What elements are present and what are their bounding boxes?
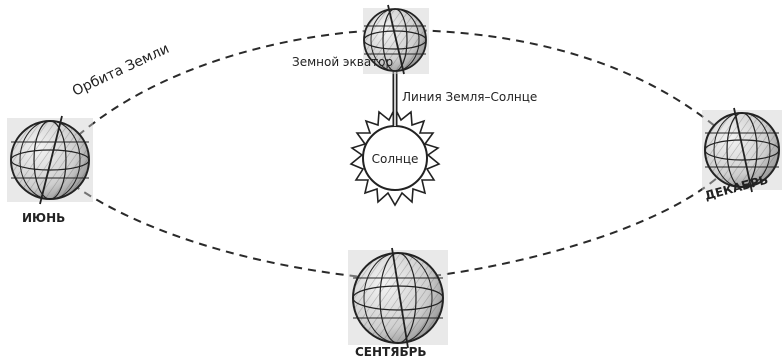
earth-sun-line-label: Линия Земля–Солнце (402, 90, 537, 104)
globe-june (7, 116, 93, 204)
june-label: ИЮНЬ (22, 211, 65, 225)
globe-september (348, 248, 448, 348)
sun-label: Солнце (372, 152, 419, 166)
september-label: СЕНТЯБРЬ (355, 345, 427, 359)
equator-label: Земной экватор (292, 55, 393, 69)
orbit-label: Орбита Земли (70, 41, 172, 100)
